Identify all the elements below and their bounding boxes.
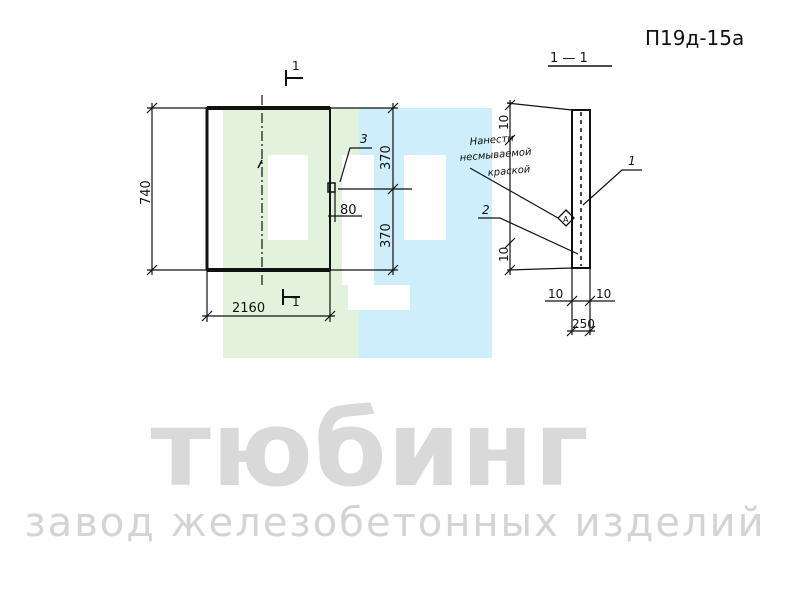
sec-tick-5 <box>566 295 578 307</box>
sec-tick-3 <box>504 237 516 249</box>
sec-dim-left-value: 10 <box>548 287 563 301</box>
drawing-code: П19д-15а <box>645 26 745 50</box>
panel-outline <box>206 107 331 271</box>
section-cut-top-label: 1 <box>292 59 300 73</box>
marking-diamond <box>557 209 575 227</box>
sec-tick-2 <box>504 134 516 146</box>
watermark-cutout-bottom <box>348 285 410 310</box>
dim-740-tick-top <box>146 102 158 114</box>
dim-370-tick-bottom <box>387 264 399 276</box>
note-line-3: краской <box>487 164 531 179</box>
watermark-cutout-center <box>342 155 374 285</box>
watermark-tagline: завод железобетонных изделий <box>24 500 766 546</box>
note-leader <box>469 167 559 219</box>
section-profile <box>571 109 591 269</box>
dim-370-lower-value: 370 <box>379 223 394 248</box>
note-line-2: несмываемой <box>459 147 532 164</box>
watermark-cutout-right <box>404 155 446 240</box>
dim-370-tick-mid <box>387 183 399 195</box>
watermark-brand: тюбинг <box>150 388 590 510</box>
marking-diamond-letter: А <box>563 215 569 224</box>
sec-dim-top-value: 10 <box>497 115 511 130</box>
callout-1-label: 1 <box>628 154 636 168</box>
sec-ext-top <box>506 102 573 111</box>
watermark-cutout-left <box>268 155 308 240</box>
sec-tick-4 <box>504 264 516 276</box>
note-line-1: Нанести <box>469 133 514 148</box>
sec-dim-bottom-value: 10 <box>497 247 511 262</box>
dim-2160-tick-right <box>324 310 336 322</box>
sec-dim-thickness-value: 250 <box>572 317 595 331</box>
sec-tick-1 <box>504 99 516 111</box>
dim-740-tick-bottom <box>146 264 158 276</box>
callout-3-leader <box>339 147 372 183</box>
sec-tick-6 <box>584 295 596 307</box>
mark-stroke <box>257 159 263 169</box>
embedded-part <box>327 182 336 193</box>
dim-370-tick-top <box>387 102 399 114</box>
dim-2160-value: 2160 <box>232 301 265 316</box>
sec-ext-bottom <box>506 267 573 271</box>
section-title: 1 — 1 <box>550 51 588 66</box>
sec-tick-8 <box>584 325 596 337</box>
dim-370-upper-value: 370 <box>379 145 394 170</box>
callout-2-label: 2 <box>482 203 490 217</box>
dim-2160-tick-left <box>201 310 213 322</box>
section-cut-bottom-label: 1 <box>292 295 300 309</box>
callout-2-leader <box>478 217 579 255</box>
dim-80-value: 80 <box>340 203 357 218</box>
sec-dim-right-value: 10 <box>596 287 611 301</box>
sec-tick-7 <box>566 325 578 337</box>
callout-3-label: 3 <box>360 132 368 146</box>
callout-1-leader <box>582 169 642 206</box>
dim-740-value: 740 <box>139 180 154 205</box>
